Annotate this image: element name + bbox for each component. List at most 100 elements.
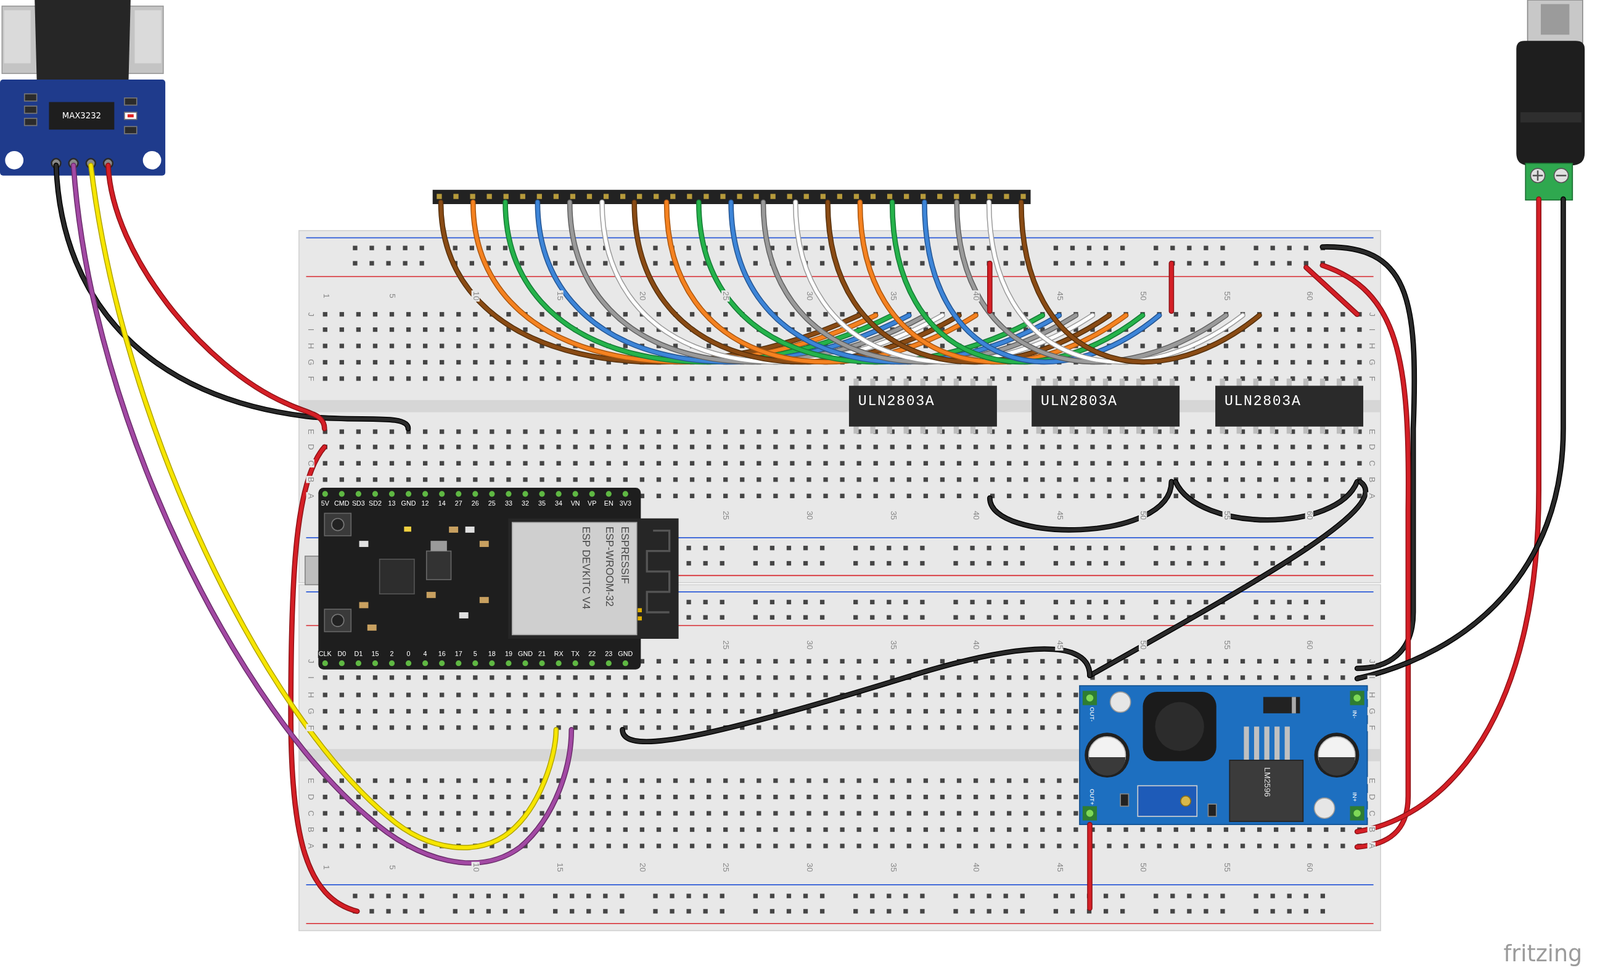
breadboard-hole: [806, 843, 811, 848]
breadboard-hole: [339, 461, 345, 466]
breadboard-hole: [756, 659, 761, 664]
breadboard-hole: [606, 429, 612, 434]
breadboard-hole: [472, 709, 478, 714]
breadboard-hole: [756, 675, 761, 680]
breadboard-hole: [956, 675, 962, 680]
breadboard-hole: [586, 908, 591, 914]
breadboard-hole: [753, 260, 758, 266]
breadboard-hole: [1073, 778, 1078, 783]
breadboard-hole: [339, 477, 345, 482]
breadboard-hole: [803, 599, 808, 605]
breadboard-hole: [1240, 360, 1245, 365]
wire-outline: [1322, 246, 1415, 669]
breadboard-hole: [422, 810, 428, 816]
breadboard-hole: [1106, 477, 1112, 482]
breadboard-hole: [586, 246, 591, 251]
breadboard-hole: [606, 843, 612, 848]
breadboard-hole: [569, 893, 575, 898]
breadboard-hole: [1103, 615, 1108, 620]
breadboard-hole: [806, 692, 811, 697]
breadboard-hole: [689, 444, 695, 449]
breadboard-hole: [756, 725, 761, 730]
header-pin: [472, 660, 478, 666]
breadboard-hole: [823, 659, 828, 664]
breadboard-hole: [406, 343, 411, 348]
breadboard-hole: [1190, 843, 1195, 848]
breadboard-hole: [1287, 599, 1292, 605]
breadboard-hole: [506, 810, 511, 816]
header-pin: [787, 193, 793, 199]
breadboard-hole: [389, 327, 394, 332]
ic-leg: [1336, 378, 1342, 387]
ic-body: [849, 385, 997, 427]
breadboard-hole: [573, 429, 578, 434]
breadboard-hole: [539, 843, 544, 848]
breadboard-hole: [1006, 725, 1012, 730]
breadboard-hole: [873, 794, 878, 800]
inductor-core: [1154, 702, 1204, 751]
breadboard-hole: [590, 444, 595, 449]
breadboard-hole: [990, 692, 995, 697]
breadboard-hole: [1040, 477, 1045, 482]
breadboard-hole: [389, 709, 394, 714]
breadboard-hole: [522, 725, 528, 730]
breadboard-hole: [1304, 246, 1309, 251]
breadboard-hole: [489, 709, 494, 714]
breadboard-hole: [422, 360, 428, 365]
breadboard-hole: [506, 725, 511, 730]
breadboard-hole: [439, 794, 444, 800]
breadboard-hole: [706, 461, 711, 466]
breadboard-hole: [923, 461, 928, 466]
breadboard-hole: [1003, 893, 1009, 898]
smd-part: [24, 118, 37, 126]
breadboard-hole: [890, 794, 895, 800]
breadboard-hole: [873, 725, 878, 730]
ic-leg: [1274, 726, 1280, 761]
breadboard-hole: [656, 376, 661, 381]
breadboard-hole: [940, 843, 945, 848]
breadboard-hole: [469, 246, 475, 251]
breadboard-hole: [439, 692, 444, 697]
breadboard-hole: [1223, 493, 1229, 499]
breadboard-hole: [1253, 561, 1258, 566]
breadboard-hole: [1003, 260, 1009, 266]
breadboard-hole: [539, 461, 544, 466]
breadboard-hole: [506, 692, 511, 697]
breadboard-hole: [1223, 360, 1229, 365]
breadboard-hole: [686, 908, 691, 914]
breadboard-number: 20: [638, 290, 647, 302]
screw-slot: [1532, 170, 1567, 181]
breadboard-hole: [923, 444, 928, 449]
pcb: [1079, 685, 1368, 825]
breadboard-hole: [1257, 827, 1262, 832]
header-pin: [355, 660, 362, 666]
breadboard-hole: [1290, 461, 1295, 466]
regulator-tab: [430, 540, 447, 552]
breadboard-hole: [439, 725, 444, 730]
breadboard-hole: [890, 709, 895, 714]
ic-leg: [1243, 726, 1249, 761]
breadboard-hole: [673, 843, 678, 848]
breadboard-hole: [873, 675, 878, 680]
breadboard-hole: [1140, 843, 1145, 848]
breadboard-hole: [1053, 599, 1059, 605]
wire: [1090, 481, 1366, 676]
breadboard-hole: [973, 778, 978, 783]
breadboard-hole: [923, 843, 928, 848]
breadboard-hole: [703, 615, 708, 620]
breadboard-hole: [1186, 561, 1192, 566]
breadboard-hole: [739, 493, 745, 499]
breadboard-hole: [906, 659, 912, 664]
breadboard-hole: [456, 725, 461, 730]
breadboard-hole: [886, 599, 891, 605]
breadboard-hole: [623, 709, 628, 714]
breadboard-hole: [1340, 477, 1345, 482]
breadboard-hole: [1157, 659, 1162, 664]
header-pin: [520, 193, 526, 199]
breadboard-hole: [1106, 444, 1112, 449]
chip-label: MAX3232: [48, 101, 115, 130]
breadboard-hole: [1257, 675, 1262, 680]
breadboard-hole: [703, 893, 708, 898]
breadboard-hole: [753, 615, 758, 620]
ic-leg: [1069, 378, 1075, 387]
